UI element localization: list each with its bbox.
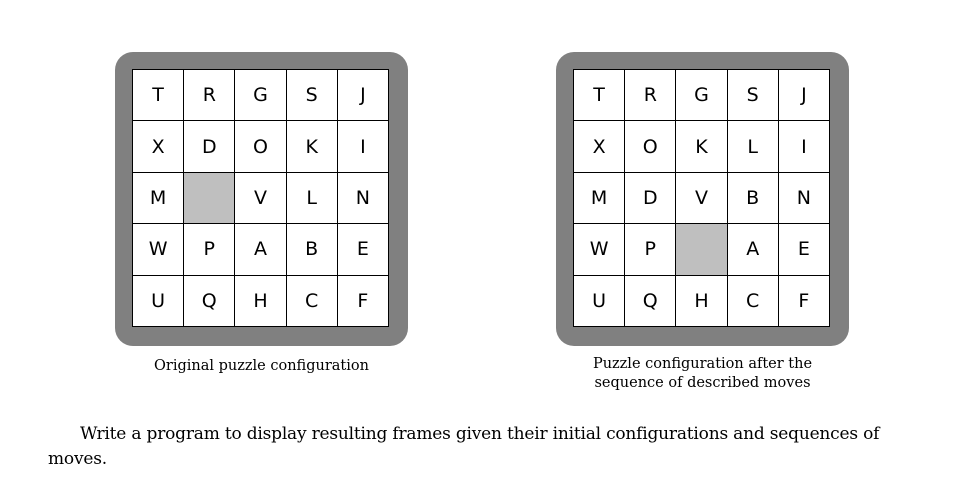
empty-puzzle-cell	[184, 172, 235, 224]
puzzle-cell: R	[625, 70, 676, 121]
caption-line: sequence of described moves	[594, 375, 811, 391]
puzzle-cell: P	[625, 224, 676, 275]
result-puzzle-frame: T R G S J X O K L I M D V B N W P A E U …	[556, 52, 849, 346]
puzzle-cell: T	[133, 70, 184, 121]
puzzle-cell: W	[133, 224, 184, 275]
puzzle-cell: Q	[625, 275, 676, 326]
puzzle-cell: F	[778, 275, 829, 326]
puzzle-cell: W	[574, 224, 625, 275]
puzzle-cell: L	[286, 172, 337, 224]
puzzle-cell: O	[625, 121, 676, 172]
puzzle-cell: X	[133, 121, 184, 172]
puzzle-cell: J	[337, 70, 388, 121]
puzzle-cell: H	[676, 275, 727, 326]
puzzle-cell: P	[184, 224, 235, 275]
puzzle-cell: L	[727, 121, 778, 172]
puzzle-cell: K	[676, 121, 727, 172]
puzzle-cell: V	[676, 172, 727, 224]
puzzle-cell: M	[574, 172, 625, 224]
caption-line: Puzzle configuration after the	[592, 356, 813, 372]
puzzle-cell: U	[574, 275, 625, 326]
empty-puzzle-cell	[676, 224, 727, 275]
puzzle-cell: F	[337, 275, 388, 326]
puzzle-cell: O	[235, 121, 286, 172]
puzzle-cell: Q	[184, 275, 235, 326]
puzzle-cell: J	[778, 70, 829, 121]
puzzle-cell: T	[574, 70, 625, 121]
puzzle-cell: E	[337, 224, 388, 275]
puzzle-cell: G	[235, 70, 286, 121]
puzzle-cell: C	[286, 275, 337, 326]
puzzle-cell: M	[133, 172, 184, 224]
puzzle-cell: A	[235, 224, 286, 275]
puzzle-cell: B	[727, 172, 778, 224]
puzzle-cell: G	[676, 70, 727, 121]
puzzle-cell: B	[286, 224, 337, 275]
result-puzzle-caption: Puzzle configuration after the sequence …	[556, 355, 849, 393]
puzzle-cell: S	[286, 70, 337, 121]
result-puzzle-grid: T R G S J X O K L I M D V B N W P A E U …	[573, 69, 830, 327]
puzzle-cell: C	[727, 275, 778, 326]
puzzle-cell: X	[574, 121, 625, 172]
puzzle-cell: I	[778, 121, 829, 172]
original-puzzle-caption: Original puzzle configuration	[154, 358, 369, 374]
puzzle-cell: U	[133, 275, 184, 326]
puzzle-cell: K	[286, 121, 337, 172]
puzzle-cell: R	[184, 70, 235, 121]
puzzle-cell: N	[337, 172, 388, 224]
original-puzzle-grid: T R G S J X D O K I M V L N W P A B E U …	[132, 69, 389, 327]
puzzle-cell: E	[778, 224, 829, 275]
puzzle-cell: I	[337, 121, 388, 172]
puzzle-cell: D	[184, 121, 235, 172]
original-puzzle-frame: T R G S J X D O K I M V L N W P A B E U …	[115, 52, 408, 346]
puzzle-cell: V	[235, 172, 286, 224]
puzzle-cell: N	[778, 172, 829, 224]
puzzle-cell: S	[727, 70, 778, 121]
puzzle-cell: A	[727, 224, 778, 275]
body-paragraph: Write a program to display resulting fra…	[48, 424, 880, 469]
puzzle-cell: H	[235, 275, 286, 326]
puzzle-cell: D	[625, 172, 676, 224]
